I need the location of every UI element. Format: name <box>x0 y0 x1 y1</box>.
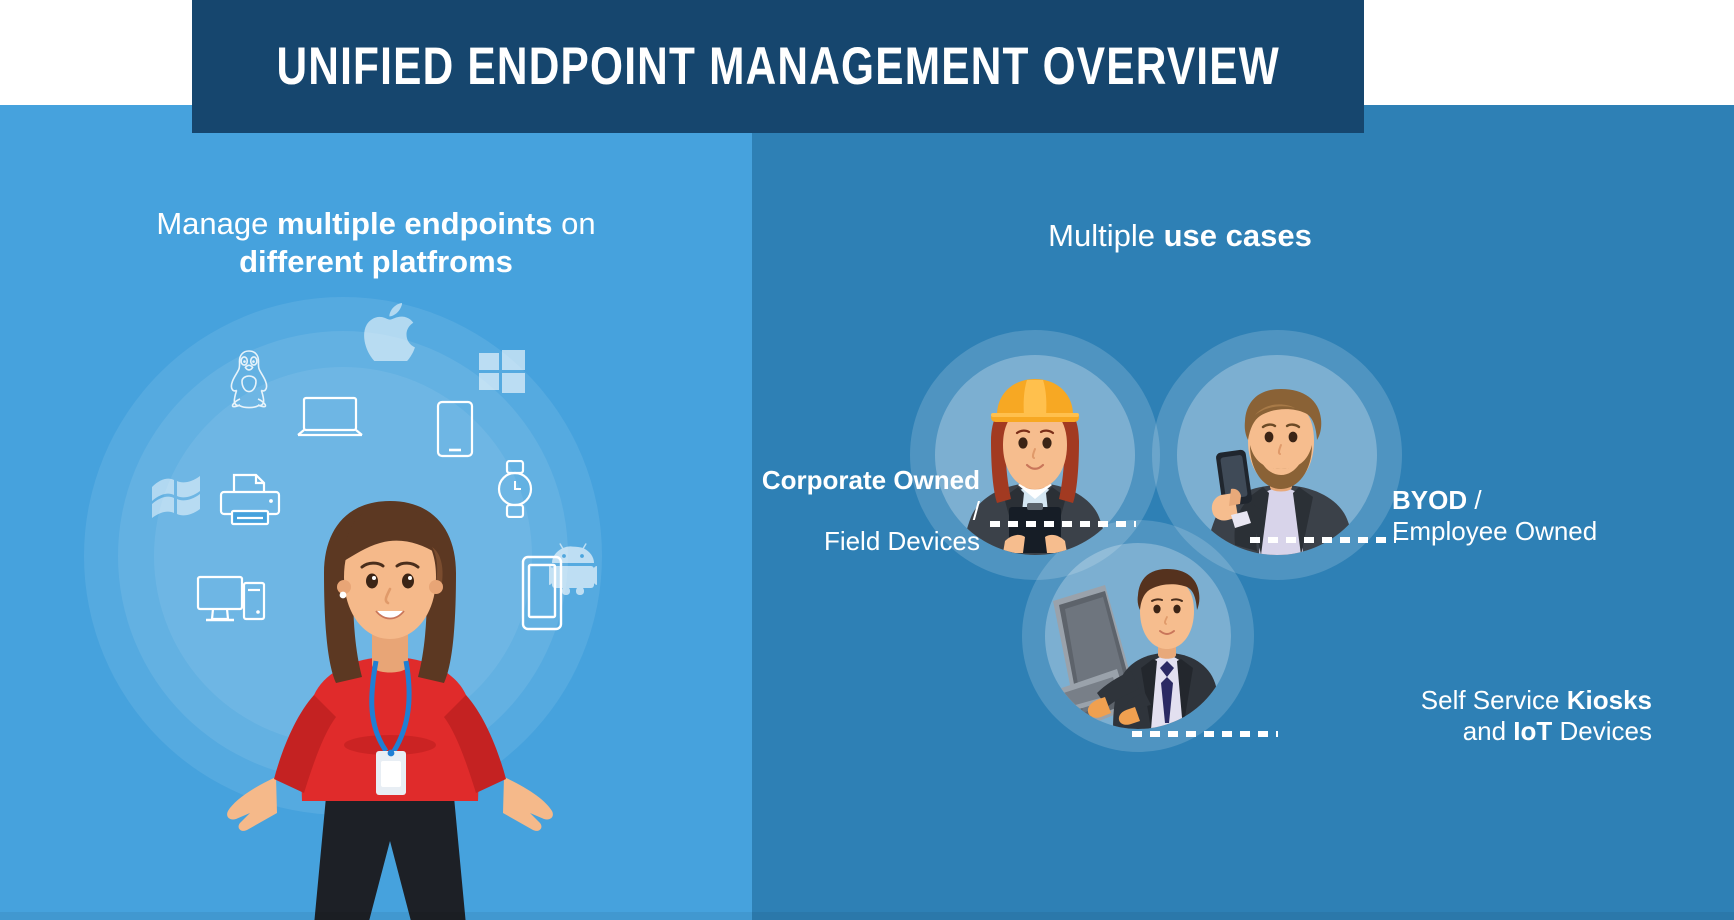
woman-with-badge-illustration <box>210 445 570 920</box>
label-kiosks-mid: and <box>1462 715 1514 746</box>
label-byod-sep: / <box>1467 485 1482 515</box>
smartphone-icon <box>521 555 563 631</box>
label-kiosks-bold2: IoT <box>1513 715 1553 746</box>
label-byod: BYOD / Employee Owned <box>1392 485 1642 546</box>
label-corporate-owned: Corporate Owned / Field Devices <box>760 465 980 557</box>
right-heading-bold-1: use cases <box>1163 218 1312 253</box>
printer-icon <box>219 470 281 526</box>
android-robot-icon <box>549 543 597 595</box>
label-kiosks-pre: Self Service <box>1420 685 1567 715</box>
apple-logo-icon <box>363 303 415 361</box>
use-case-bubble-inner-byod <box>1177 355 1377 555</box>
windows-flag-logo-icon <box>150 475 202 519</box>
label-byod-bold: BYOD <box>1392 485 1468 515</box>
windows10-logo-icon <box>479 350 525 396</box>
left-heading-text-2: on <box>552 206 596 241</box>
label-corporate-owned-rest: Field Devices <box>823 526 980 557</box>
left-heading: Manage multiple endpoints on different p… <box>96 205 656 281</box>
label-kiosks-bold: Kiosks <box>1566 685 1652 715</box>
use-case-bubble-inner-kiosks <box>1045 543 1231 729</box>
left-panel: Manage multiple endpoints on different p… <box>0 105 752 920</box>
left-heading-bold-2: different platfroms <box>239 243 513 279</box>
label-corporate-owned-bold: Corporate Owned <box>761 465 980 495</box>
page-title: UNIFIED ENDPOINT MANAGEMENT OVERVIEW <box>276 37 1280 96</box>
bearded-man-with-phone-avatar <box>1206 389 1356 555</box>
label-self-service-kiosks: Self Service Kiosks and IoT Devices <box>1192 685 1652 746</box>
right-heading-text-1: Multiple <box>1048 218 1164 253</box>
connector-dots-byod <box>1250 537 1396 543</box>
desktop-computer-icon <box>196 575 266 629</box>
bottom-strip <box>0 912 1734 920</box>
linux-penguin-icon <box>222 347 276 409</box>
right-panel: Multiple use cases <box>752 105 1734 920</box>
left-heading-bold-1: multiple endpoints <box>276 206 553 241</box>
businessman-at-kiosk-avatar <box>1047 569 1221 729</box>
left-heading-text-1: Manage <box>156 206 277 241</box>
connector-dots-corporate-owned <box>990 521 1136 527</box>
connector-dots-kiosks <box>1132 731 1278 737</box>
label-corporate-owned-sep: / <box>972 495 980 526</box>
title-banner: UNIFIED ENDPOINT MANAGEMENT OVERVIEW <box>192 0 1364 133</box>
laptop-icon <box>296 395 364 443</box>
field-worker-hardhat-avatar <box>962 379 1108 555</box>
label-kiosks-post: Devices <box>1552 715 1652 746</box>
tablet-icon <box>436 400 474 458</box>
label-byod-rest: Employee Owned <box>1392 515 1598 546</box>
smartwatch-icon <box>494 460 536 518</box>
right-heading: Multiple use cases <box>900 217 1460 255</box>
